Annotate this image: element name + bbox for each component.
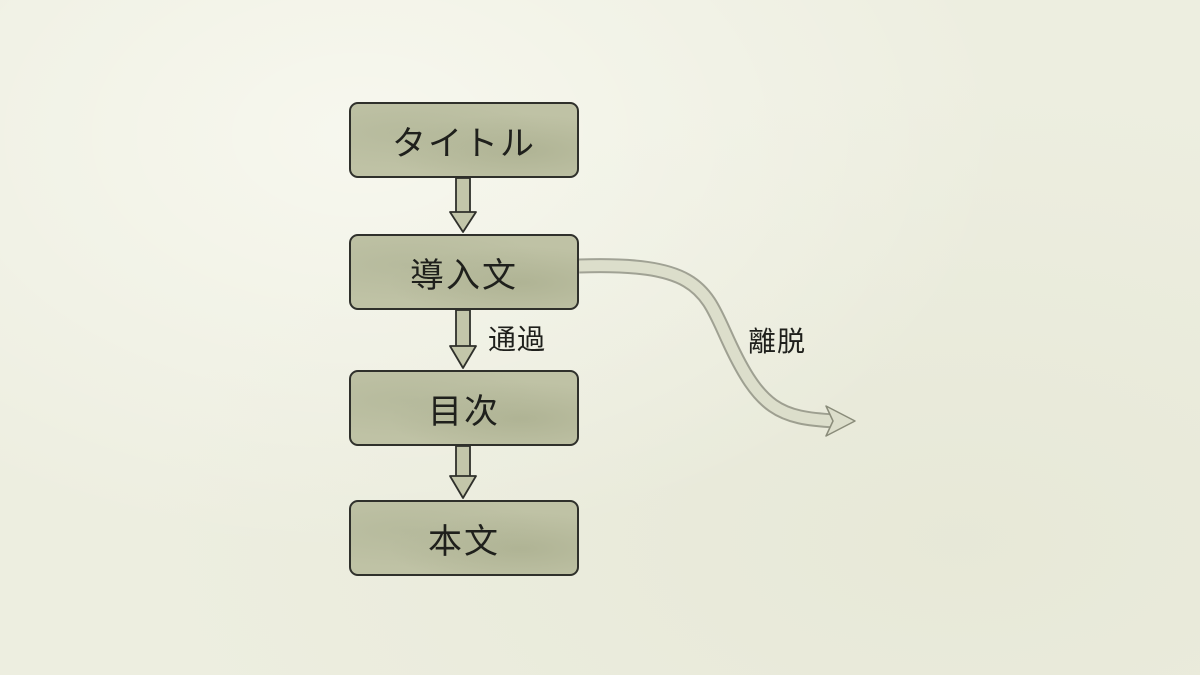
node-toc-label: 目次 [428, 391, 500, 432]
edge-label-pass: 通過 [488, 323, 547, 356]
node-body: 本文 [349, 500, 579, 576]
arrow-title-to-intro [449, 177, 477, 233]
node-intro-label: 導入文 [410, 255, 518, 296]
edge-label-leave: 離脱 [748, 325, 807, 358]
node-title: タイトル [349, 102, 579, 178]
node-toc: 目次 [349, 370, 579, 446]
node-body-label: 本文 [428, 521, 500, 562]
exit-arrow [578, 258, 856, 437]
arrow-intro-to-toc [449, 309, 477, 369]
arrow-toc-to-body [449, 445, 477, 499]
node-intro: 導入文 [349, 234, 579, 310]
node-title-label: タイトル [392, 123, 536, 164]
